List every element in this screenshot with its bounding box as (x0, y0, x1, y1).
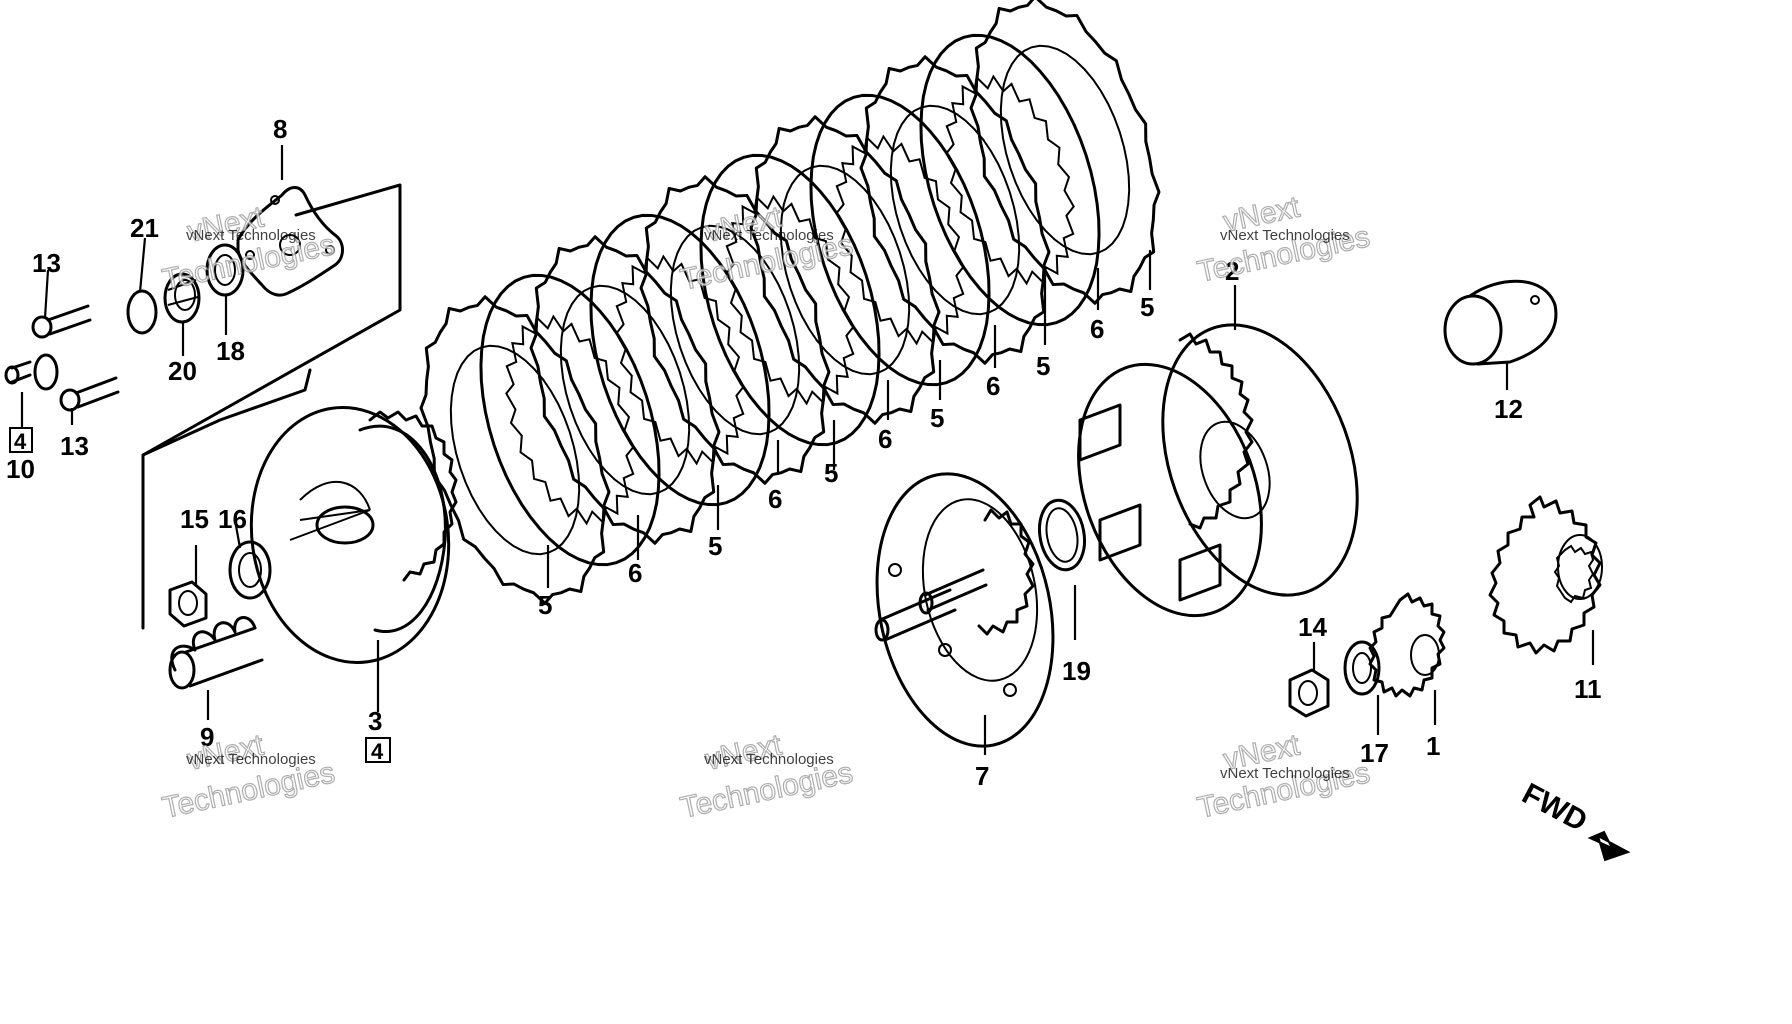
clutch-plate-stack (419, 0, 1161, 605)
watermark-bottom-right: vNext Technologies vNext Technologies (1194, 728, 1373, 826)
sleeve-part-12 (1443, 279, 1558, 366)
washer-part-16 (228, 540, 272, 600)
callout-10: 10 (6, 454, 35, 484)
callout-5-d: 5 (930, 403, 944, 433)
callout-5-e: 5 (1036, 351, 1050, 381)
circlip-part-21 (126, 289, 158, 335)
callout-10-box (9, 427, 33, 453)
primary-gear-part-1 (1368, 592, 1446, 698)
clutch-plate-part-6 (699, 153, 881, 447)
arrow-right-down-icon (1587, 830, 1631, 862)
clutch-outer-basket-part-2 (1077, 323, 1359, 618)
callout-10-box-number: 4 (14, 429, 27, 454)
callout-8: 8 (273, 114, 287, 144)
nut-part-14 (1288, 668, 1330, 718)
forward-direction-indicator: FWD (1517, 777, 1631, 862)
watermark-bottom-center: vNext Technologies vNext Technologies (677, 728, 856, 826)
callout-19: 19 (1062, 656, 1091, 686)
gear-part-11 (1488, 495, 1603, 655)
clutch-plate-part-6 (589, 213, 771, 507)
callout-14: 14 (1298, 612, 1327, 642)
callout-15: 15 (180, 504, 209, 534)
watermarks: vNext Technologies vNext Technologies vN… (159, 190, 1373, 826)
callout-11: 11 (1574, 674, 1602, 704)
svg-text:vNext Technologies: vNext Technologies (1220, 227, 1350, 244)
callout-2: 2 (1225, 256, 1239, 286)
callout-3: 3 (368, 706, 382, 736)
leader-lines (20, 145, 1595, 755)
clutch-center-part-7 (874, 472, 1055, 748)
friction-plate-part-5 (419, 295, 611, 605)
thrust-washer-part-19 (1037, 498, 1087, 572)
callout-5-a: 5 (538, 590, 552, 620)
friction-plate-part-5 (969, 0, 1161, 305)
callout-labels: 8 21 20 18 13 13 4 10 15 16 9 3 4 5 6 5 … (6, 114, 1602, 791)
callout-1: 1 (1426, 731, 1440, 761)
pressure-plate-part-3 (249, 406, 458, 664)
svg-text:vNext Technologies: vNext Technologies (704, 751, 834, 768)
callout-16: 16 (218, 504, 247, 534)
watermark-top-left: vNext Technologies vNext Technologies (159, 200, 338, 298)
svg-text:vNext Technologies: vNext Technologies (1220, 765, 1350, 782)
bolt-part-13-upper (31, 304, 92, 339)
callout-18: 18 (216, 336, 245, 366)
callout-6-e: 6 (1090, 314, 1104, 344)
callout-5-c: 5 (824, 458, 838, 488)
washer-part-18 (205, 243, 245, 297)
callout-3-box-number: 4 (371, 739, 384, 764)
clutch-plate-part-6 (809, 93, 991, 387)
callout-3-box (365, 737, 391, 763)
callout-13-lower: 13 (60, 431, 89, 461)
callout-6-d: 6 (986, 371, 1000, 401)
bolt-part-13-lower (59, 376, 120, 412)
callout-7: 7 (975, 761, 989, 791)
callout-6-a: 6 (628, 558, 642, 588)
watermark-bottom-left: vNext Technologies vNext Technologies (159, 728, 338, 826)
callout-6-b: 6 (768, 484, 782, 514)
callout-20: 20 (168, 356, 197, 386)
svg-text:vNext Technologies: vNext Technologies (186, 751, 316, 768)
callout-6-c: 6 (878, 424, 892, 454)
callout-5-b: 5 (708, 531, 722, 561)
watermark-top-right: vNext Technologies vNext Technologies (1194, 190, 1373, 290)
svg-text:vNext Technologies: vNext Technologies (186, 227, 316, 244)
svg-text:vNext Technologies: vNext Technologies (704, 227, 834, 244)
nut-part-15 (168, 580, 208, 628)
fwd-label: FWD (1517, 777, 1593, 838)
callout-5-f: 5 (1140, 292, 1154, 322)
lifter-plate-part-8 (236, 186, 344, 297)
clutch-plate-part-6 (919, 33, 1101, 327)
callout-13-upper: 13 (32, 248, 61, 278)
callout-17: 17 (1360, 738, 1389, 768)
friction-plate-part-5 (639, 175, 831, 485)
lifter-piece-part-10 (4, 353, 59, 391)
washer-part-17 (1343, 640, 1381, 696)
spring-part-9 (168, 616, 264, 690)
callout-21: 21 (130, 213, 159, 243)
callout-12: 12 (1494, 394, 1523, 424)
clutch-plate-part-6 (479, 273, 661, 567)
assembly-bracket (141, 183, 402, 630)
callout-9: 9 (200, 722, 214, 752)
